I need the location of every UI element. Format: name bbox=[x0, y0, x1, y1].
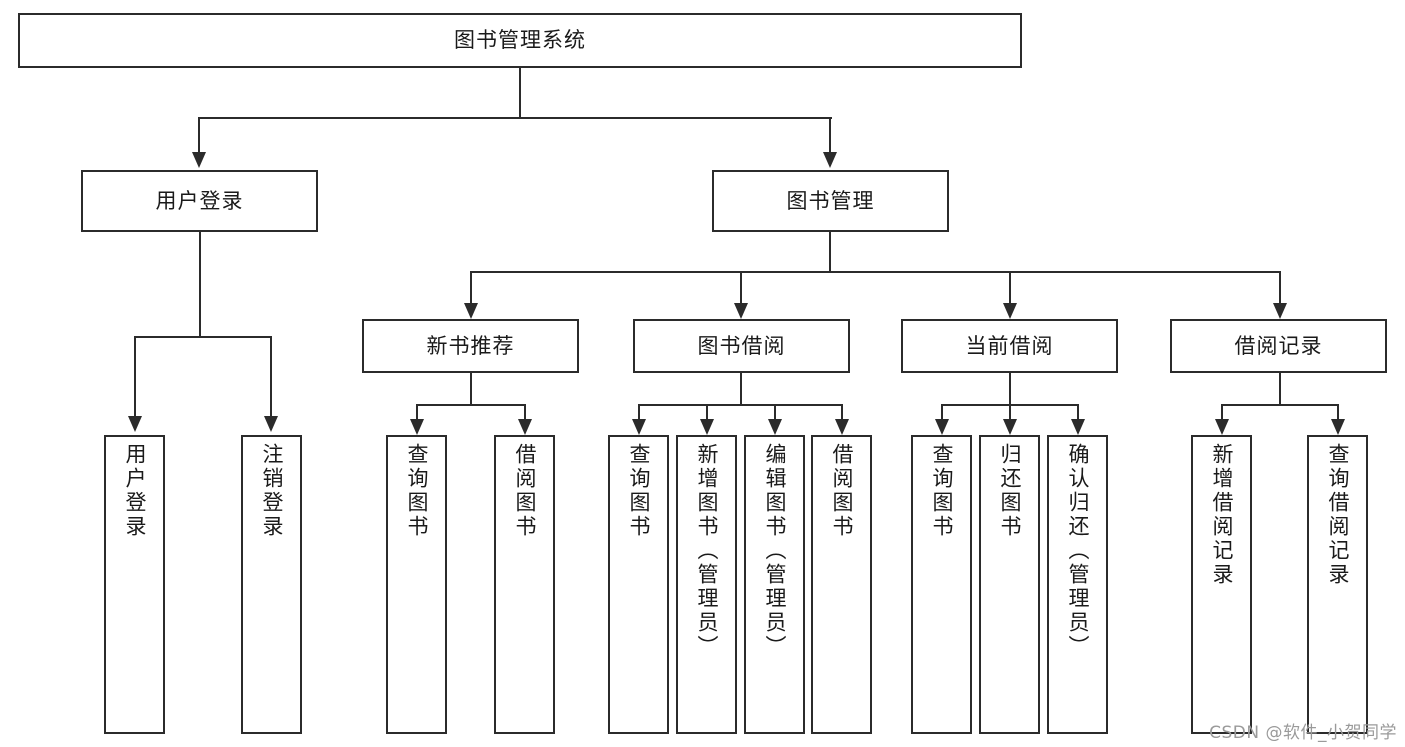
arrowhead-to-leaf-return-book bbox=[1003, 419, 1017, 435]
connector-level3-bar bbox=[470, 271, 1281, 273]
leaf-confirm-return-admin[interactable]: 确认归还（管理员） bbox=[1047, 435, 1108, 734]
leaf-query-book-borrow[interactable]: 查询图书 bbox=[608, 435, 669, 734]
connector-to-leaf-borrow-book-2 bbox=[841, 404, 843, 421]
leaf-label: 查询图书 bbox=[627, 443, 651, 539]
node-book-management-system[interactable]: 图书管理系统 bbox=[18, 13, 1022, 68]
leaf-add-book-admin[interactable]: 新增图书（管理员） bbox=[676, 435, 737, 734]
connector-to-book-manage bbox=[829, 117, 831, 154]
connector-to-leaf-logout bbox=[270, 336, 272, 418]
connector-to-leaf-query-book-3 bbox=[941, 404, 943, 421]
connector-to-leaf-query-book-1 bbox=[416, 404, 418, 421]
leaf-return-book[interactable]: 归还图书 bbox=[979, 435, 1040, 734]
connector-new-book-rec-stem bbox=[470, 373, 472, 405]
connector-to-leaf-borrow-book-1 bbox=[524, 404, 526, 421]
arrowhead-to-user-login bbox=[192, 152, 206, 168]
leaf-label: 借阅图书 bbox=[513, 443, 537, 539]
connector-to-user-login bbox=[198, 117, 200, 154]
node-borrow-record[interactable]: 借阅记录 bbox=[1170, 319, 1387, 373]
arrowhead-to-leaf-query-record bbox=[1331, 419, 1345, 435]
leaf-label: 新增图书（管理员） bbox=[695, 443, 719, 659]
connector-borrow-record-bar bbox=[1221, 404, 1339, 406]
leaf-label: 用户登录 bbox=[123, 443, 147, 539]
connector-to-current-borrow bbox=[1009, 271, 1011, 305]
node-current-borrow[interactable]: 当前借阅 bbox=[901, 319, 1118, 373]
connector-to-leaf-confirm-return bbox=[1077, 404, 1079, 421]
node-label: 图书管理 bbox=[786, 188, 875, 213]
csdn-watermark: CSDN @软件_小贺同学 bbox=[1209, 723, 1397, 743]
connector-to-leaf-return-book bbox=[1009, 404, 1011, 421]
leaf-label: 查询图书 bbox=[405, 443, 429, 539]
connector-new-book-rec-bar bbox=[416, 404, 526, 406]
arrowhead-to-book-borrow bbox=[734, 303, 748, 319]
leaf-query-book-current[interactable]: 查询图书 bbox=[911, 435, 972, 734]
leaf-label: 确认归还（管理员） bbox=[1066, 443, 1090, 659]
connector-to-new-book-rec bbox=[470, 271, 472, 305]
connector-to-borrow-record bbox=[1279, 271, 1281, 305]
arrowhead-to-leaf-borrow-book-1 bbox=[518, 419, 532, 435]
arrowhead-to-leaf-edit-book bbox=[768, 419, 782, 435]
arrowhead-to-leaf-add-record bbox=[1215, 419, 1229, 435]
arrowhead-to-leaf-query-book-2 bbox=[632, 419, 646, 435]
connector-to-leaf-add-book bbox=[706, 404, 708, 421]
connector-level2-bar bbox=[198, 117, 832, 119]
connector-user-login-stem bbox=[199, 232, 201, 337]
leaf-query-book-rec[interactable]: 查询图书 bbox=[386, 435, 447, 734]
leaf-borrow-book[interactable]: 借阅图书 bbox=[811, 435, 872, 734]
leaf-label: 查询借阅记录 bbox=[1326, 443, 1350, 587]
leaf-edit-book-admin[interactable]: 编辑图书（管理员） bbox=[744, 435, 805, 734]
connector-to-leaf-user-login bbox=[134, 336, 136, 418]
connector-book-manage-stem bbox=[829, 232, 831, 273]
connector-book-borrow-stem bbox=[740, 373, 742, 405]
leaf-label: 注销登录 bbox=[260, 443, 284, 539]
leaf-query-borrow-record[interactable]: 查询借阅记录 bbox=[1307, 435, 1368, 734]
leaf-logout-login[interactable]: 注销登录 bbox=[241, 435, 302, 734]
arrowhead-to-leaf-user-login bbox=[128, 416, 142, 432]
leaf-add-borrow-record[interactable]: 新增借阅记录 bbox=[1191, 435, 1252, 734]
leaf-borrow-book-rec[interactable]: 借阅图书 bbox=[494, 435, 555, 734]
leaf-label: 查询图书 bbox=[930, 443, 954, 539]
node-label: 当前借阅 bbox=[965, 333, 1054, 358]
connector-root-stem bbox=[519, 68, 521, 118]
arrowhead-to-current-borrow bbox=[1003, 303, 1017, 319]
arrowhead-to-borrow-record bbox=[1273, 303, 1287, 319]
leaf-label: 编辑图书（管理员） bbox=[763, 443, 787, 659]
node-label: 图书借阅 bbox=[697, 333, 786, 358]
connector-borrow-record-stem bbox=[1279, 373, 1281, 405]
node-label: 借阅记录 bbox=[1234, 333, 1323, 358]
connector-book-borrow-bar bbox=[638, 404, 842, 406]
arrowhead-to-book-manage bbox=[823, 152, 837, 168]
node-label: 用户登录 bbox=[155, 188, 244, 213]
node-book-borrow[interactable]: 图书借阅 bbox=[633, 319, 850, 373]
node-new-book-recommend[interactable]: 新书推荐 bbox=[362, 319, 579, 373]
connector-to-leaf-query-book-2 bbox=[638, 404, 640, 421]
leaf-label: 归还图书 bbox=[998, 443, 1022, 539]
arrowhead-to-leaf-logout bbox=[264, 416, 278, 432]
node-book-management[interactable]: 图书管理 bbox=[712, 170, 949, 232]
arrowhead-to-new-book-rec bbox=[464, 303, 478, 319]
leaf-label: 借阅图书 bbox=[830, 443, 854, 539]
connector-to-book-borrow bbox=[740, 271, 742, 305]
connector-user-login-bar bbox=[134, 336, 271, 338]
arrowhead-to-leaf-query-book-1 bbox=[410, 419, 424, 435]
connector-current-borrow-stem bbox=[1009, 373, 1011, 405]
leaf-label: 新增借阅记录 bbox=[1210, 443, 1234, 587]
arrowhead-to-leaf-borrow-book-2 bbox=[835, 419, 849, 435]
node-label: 新书推荐 bbox=[426, 333, 515, 358]
connector-to-leaf-query-record bbox=[1337, 404, 1339, 421]
node-user-login[interactable]: 用户登录 bbox=[81, 170, 318, 232]
arrowhead-to-leaf-add-book bbox=[700, 419, 714, 435]
arrowhead-to-leaf-confirm-return bbox=[1071, 419, 1085, 435]
node-label: 图书管理系统 bbox=[454, 28, 586, 53]
leaf-user-login[interactable]: 用户登录 bbox=[104, 435, 165, 734]
connector-to-leaf-edit-book bbox=[774, 404, 776, 421]
connector-to-leaf-add-record bbox=[1221, 404, 1223, 421]
arrowhead-to-leaf-query-book-3 bbox=[935, 419, 949, 435]
